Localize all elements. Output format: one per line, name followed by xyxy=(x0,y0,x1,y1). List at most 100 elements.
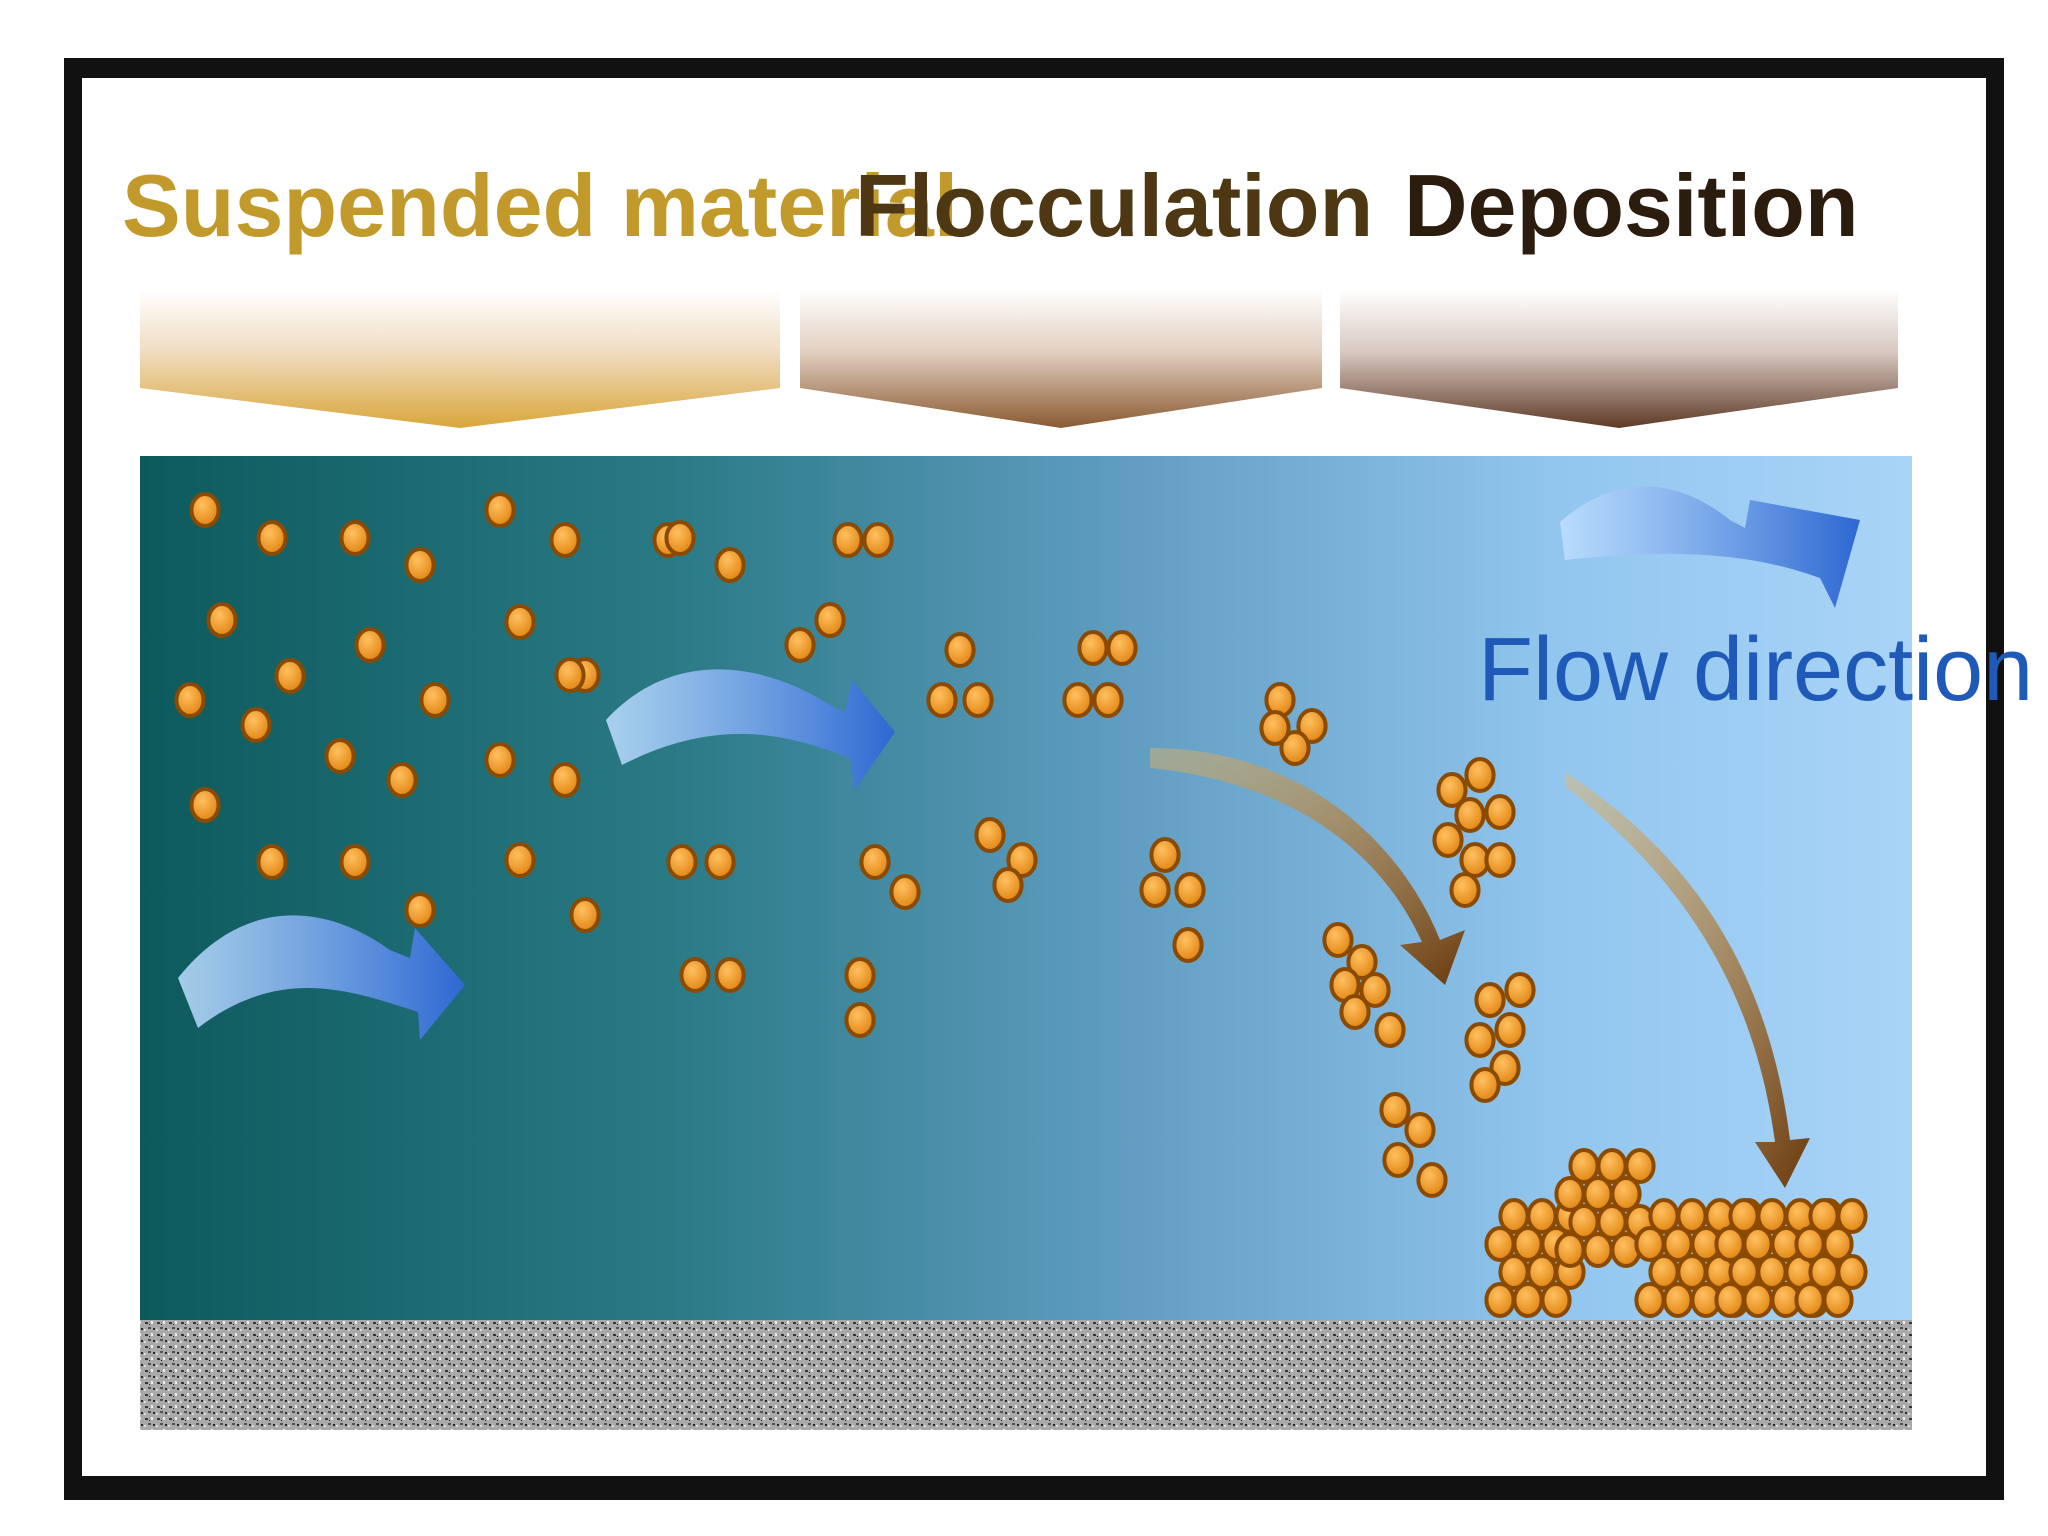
particle xyxy=(926,682,958,718)
particle xyxy=(274,658,306,694)
stage-title-suspended: Suspended material xyxy=(122,156,958,255)
particle xyxy=(1568,1148,1600,1184)
particle xyxy=(404,892,436,928)
particle xyxy=(189,787,221,823)
particle xyxy=(1454,797,1486,833)
particle xyxy=(549,522,581,558)
frame-top xyxy=(64,58,2004,78)
particle xyxy=(1006,842,1038,878)
water-body xyxy=(140,456,1912,1324)
banner-deposition xyxy=(1340,290,1898,428)
particle xyxy=(1432,822,1464,858)
particles-layer xyxy=(174,492,1868,1318)
curved-down-arrow-icon xyxy=(1150,748,1465,985)
particle xyxy=(1259,710,1291,746)
particle xyxy=(324,738,356,774)
particle xyxy=(554,657,586,693)
particle xyxy=(862,522,894,558)
particle xyxy=(1359,972,1391,1008)
flow-arrow-middle xyxy=(606,669,895,790)
particle xyxy=(569,897,601,933)
particle xyxy=(974,817,1006,853)
particle xyxy=(1296,708,1328,744)
particle xyxy=(1540,1282,1572,1318)
particle xyxy=(714,957,746,993)
particle xyxy=(1596,1148,1628,1184)
particle xyxy=(1836,1254,1868,1290)
particle xyxy=(1379,1092,1411,1128)
particle xyxy=(1836,1198,1868,1234)
particle xyxy=(206,602,238,638)
particle xyxy=(549,762,581,798)
particle xyxy=(1624,1148,1656,1184)
flow-direction-label: Flow direction xyxy=(1478,620,2033,720)
sediment-bed xyxy=(140,1320,1912,1430)
particle xyxy=(504,842,536,878)
settling-arrow-right xyxy=(1565,772,1810,1188)
particle xyxy=(944,632,976,668)
curved-down-arrow-icon xyxy=(1565,772,1810,1188)
particle xyxy=(666,844,698,880)
particle xyxy=(484,742,516,778)
flow-arrow-large-left xyxy=(178,915,465,1040)
particle xyxy=(174,682,206,718)
particle xyxy=(814,602,846,638)
particle xyxy=(256,844,288,880)
particle xyxy=(484,492,516,528)
settling-arrow-middle xyxy=(1150,748,1465,985)
particle xyxy=(1648,1198,1680,1234)
particle xyxy=(704,844,736,880)
wavy-right-arrow-icon xyxy=(606,669,895,790)
particle xyxy=(1174,872,1206,908)
particle xyxy=(1374,1012,1406,1048)
wavy-right-arrow-icon xyxy=(1560,486,1860,608)
particle xyxy=(339,520,371,556)
flow-arrow-top-right xyxy=(1560,486,1860,608)
stage-title-deposition: Deposition xyxy=(1404,156,1859,255)
particle xyxy=(1808,1198,1840,1234)
particle xyxy=(1469,1067,1501,1103)
particle xyxy=(240,707,272,743)
wavy-right-arrow-icon xyxy=(178,915,465,1040)
particle xyxy=(189,492,221,528)
particle xyxy=(339,844,371,880)
particle xyxy=(1346,944,1378,980)
particle xyxy=(1139,872,1171,908)
particle xyxy=(1822,1226,1854,1262)
particle xyxy=(844,1002,876,1038)
particle xyxy=(1062,682,1094,718)
particle xyxy=(784,627,816,663)
particle xyxy=(1279,730,1311,766)
particle xyxy=(1494,1012,1526,1048)
particle xyxy=(354,627,386,663)
particle xyxy=(1822,1282,1854,1318)
particle xyxy=(1464,757,1496,793)
banner-suspended xyxy=(140,290,780,428)
particle xyxy=(1498,1198,1530,1234)
banner-flocculation xyxy=(800,290,1322,428)
particle xyxy=(1484,794,1516,830)
particle xyxy=(992,867,1024,903)
particle xyxy=(1404,1112,1436,1148)
frame-right xyxy=(1986,58,2004,1500)
particle xyxy=(404,547,436,583)
sediment-bed-shade xyxy=(140,1320,1912,1430)
particle xyxy=(962,682,994,718)
particle xyxy=(1092,682,1124,718)
particle xyxy=(889,874,921,910)
frame-left xyxy=(64,58,82,1500)
particle xyxy=(832,522,864,558)
particle xyxy=(1172,927,1204,963)
particle xyxy=(1504,972,1536,1008)
particle xyxy=(419,682,451,718)
frame-bottom xyxy=(64,1476,2004,1500)
stage-title-flocculation: Flocculation xyxy=(855,156,1373,255)
particle xyxy=(1436,772,1468,808)
particle xyxy=(1484,842,1516,878)
particle xyxy=(1106,630,1138,666)
particle xyxy=(679,957,711,993)
particle xyxy=(1339,994,1371,1030)
particle xyxy=(1077,630,1109,666)
particle xyxy=(859,844,891,880)
